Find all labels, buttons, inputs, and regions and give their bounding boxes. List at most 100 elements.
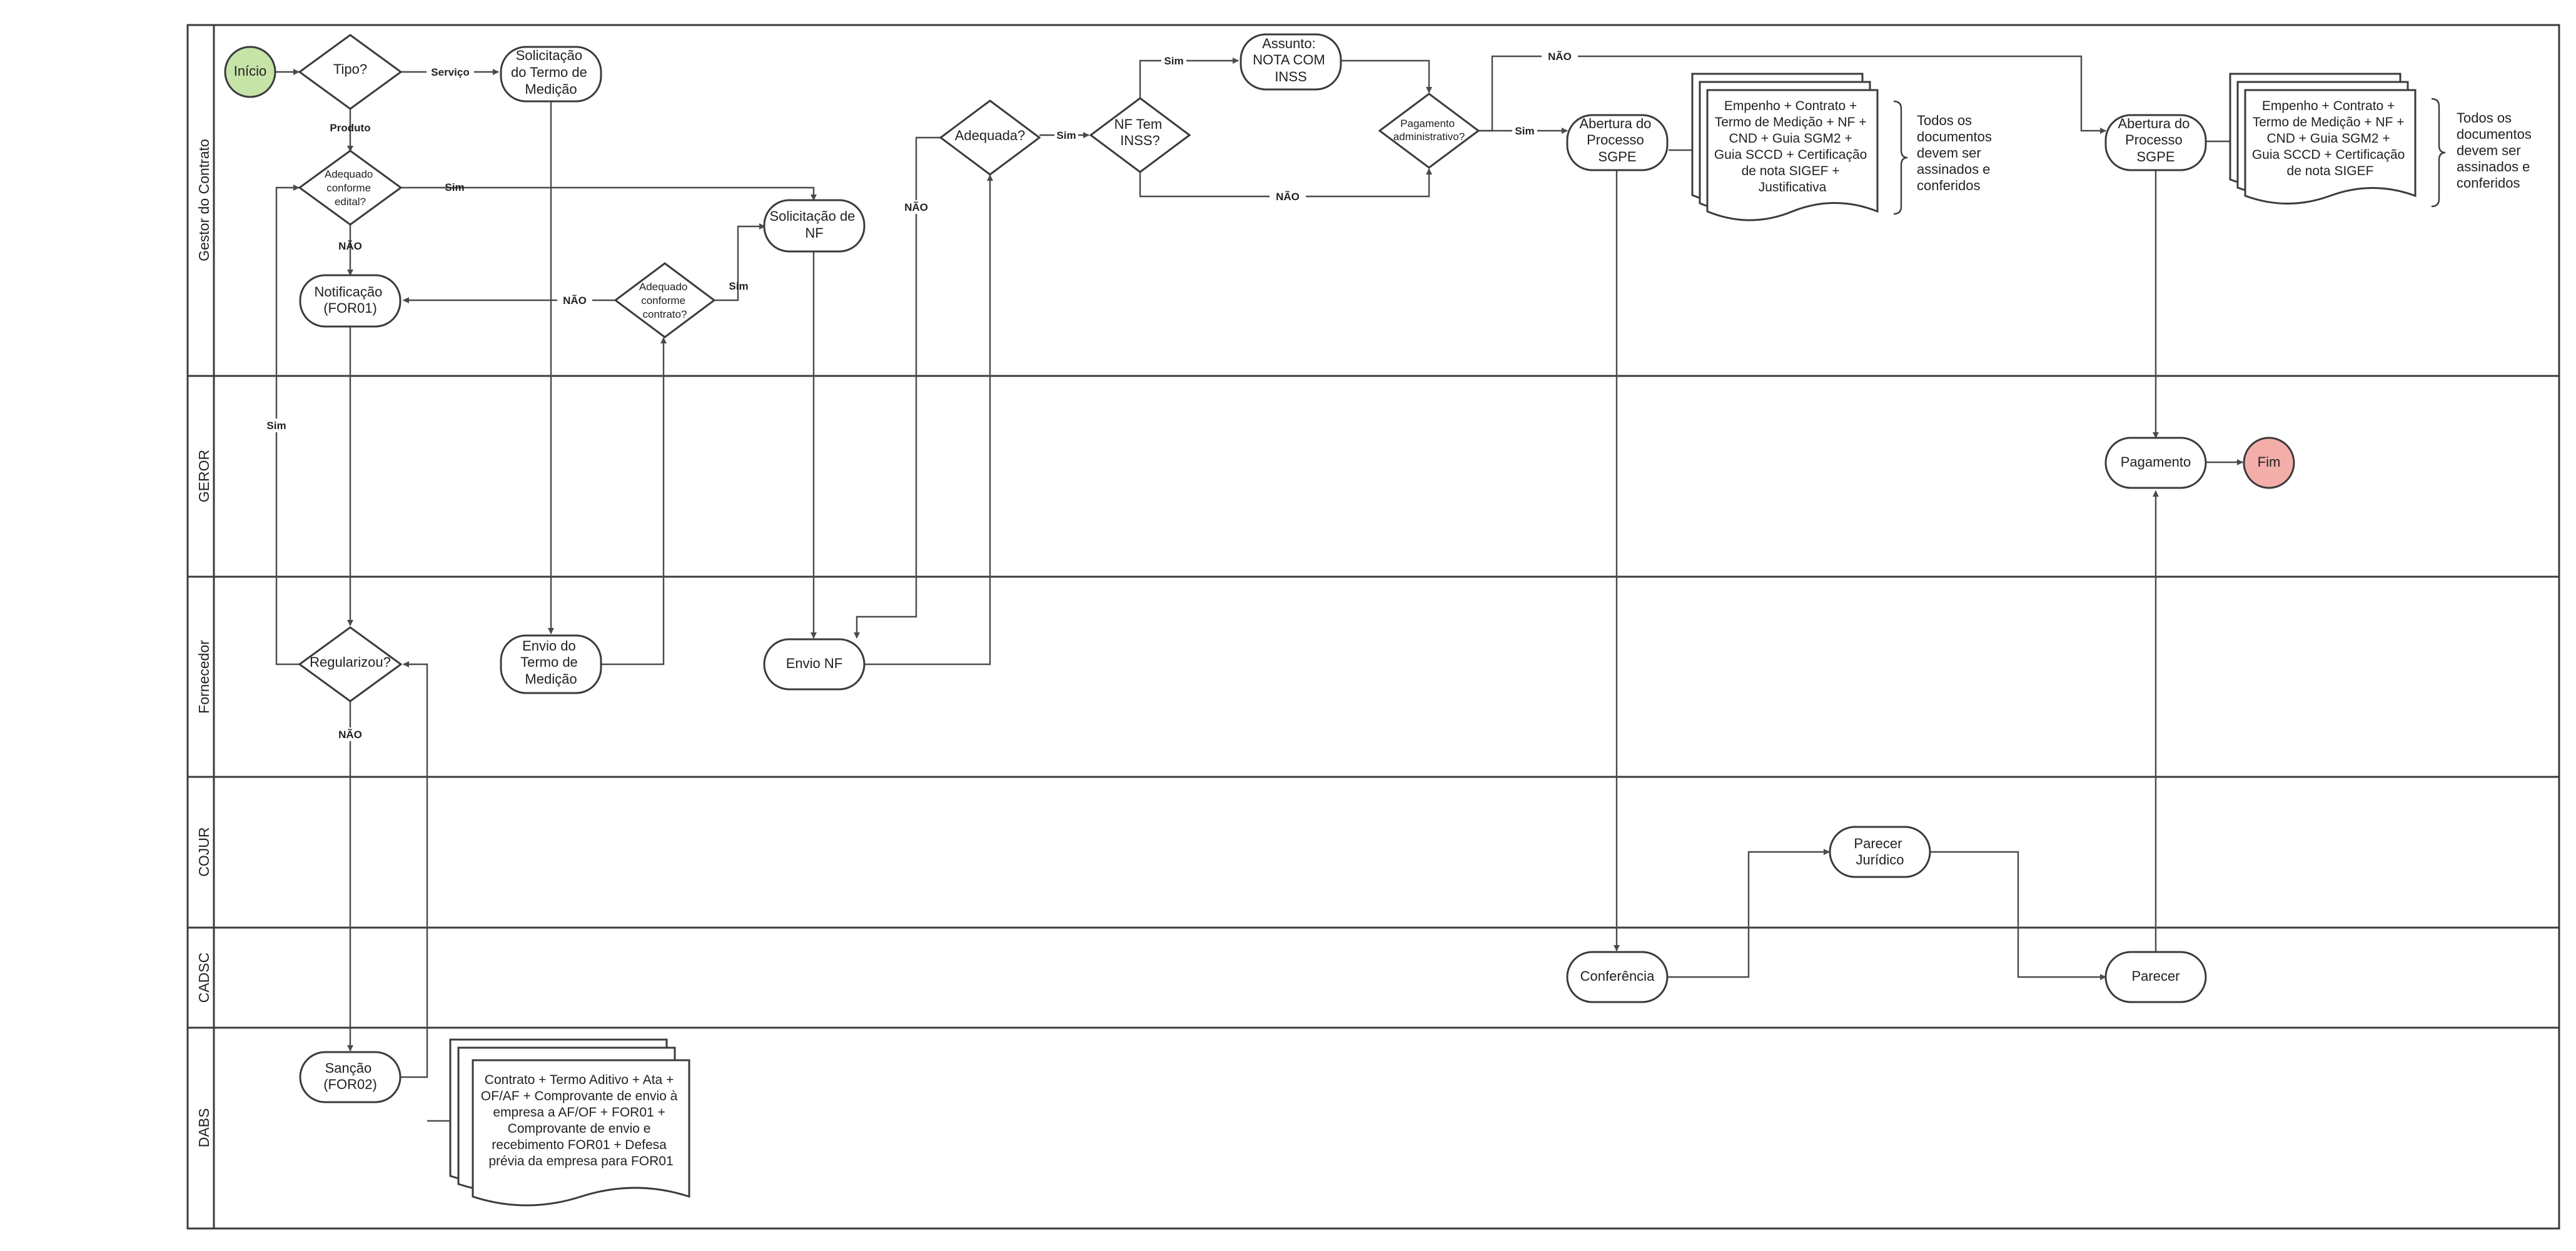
decision-pagamento-adm[interactable]: Pagamento administrativo? bbox=[1378, 93, 1480, 169]
diamond-shape bbox=[1378, 93, 1480, 169]
task-notificacao[interactable]: Notificação (FOR01) bbox=[299, 274, 402, 328]
edge-pagamento-adm-nao-abertura2 bbox=[1478, 55, 2106, 134]
task-solicitacao-nf[interactable]: Solicitação de NF bbox=[763, 199, 866, 253]
swimlane-frame: Gestor do Contrato GEROR Fornecedor COJU… bbox=[186, 24, 2560, 1230]
diamond-shape bbox=[614, 262, 716, 338]
task-envio-termo-label: Envio do Termo de Medição bbox=[520, 638, 582, 687]
label-bg bbox=[427, 65, 474, 79]
decision-tipo-label: Tipo? bbox=[333, 61, 367, 77]
task-parecer-juridico[interactable]: Parecer Jurídico bbox=[1829, 826, 1931, 878]
decision-tipo[interactable]: Tipo? bbox=[298, 34, 403, 110]
start-event[interactable]: Início bbox=[224, 46, 276, 98]
decision-adequada[interactable]: Adequada? bbox=[939, 99, 1041, 176]
task-envio-nf[interactable]: Envio NF bbox=[763, 638, 866, 691]
curly-brace bbox=[1893, 100, 1908, 215]
task-solicitacao-termo-label: Solicitação do Termo de Medição bbox=[511, 48, 591, 97]
task-parecer[interactable]: Parecer bbox=[2104, 951, 2207, 1003]
end-circle bbox=[2243, 437, 2295, 489]
edge-nf-inss-sim-assunto bbox=[1139, 58, 1239, 98]
rounded-box bbox=[1240, 33, 1342, 91]
rounded-box bbox=[2104, 437, 2207, 489]
rounded-box bbox=[500, 634, 602, 694]
edge-label-sim-pagamento: Sim bbox=[1515, 125, 1534, 137]
document-2-text: Empenho + Contrato + Termo de Medição + … bbox=[2252, 99, 2408, 178]
edge-adequada-nao-envio-nf bbox=[854, 136, 941, 639]
label-bg bbox=[1161, 54, 1186, 68]
note-bracket-2: Todos os documentos devem ser assinados … bbox=[2431, 98, 2535, 208]
lane-label-dabs: DABS bbox=[196, 1108, 212, 1148]
lane-label-fornecedor: Fornecedor bbox=[196, 640, 212, 714]
diamond-shape bbox=[939, 99, 1041, 176]
edge-label-nao-pagamento: NÃO bbox=[1548, 50, 1572, 63]
task-parecer-label: Parecer bbox=[2131, 968, 2179, 984]
document-stack-1[interactable]: Empenho + Contrato + Termo de Medição + … bbox=[1691, 73, 1879, 221]
decision-regularizou[interactable]: Regularizou? bbox=[298, 626, 403, 702]
edge-labels: Serviço Produto Sim NÃO NÃO Sim Sim NÃO … bbox=[263, 49, 1578, 741]
end-event[interactable]: Fim bbox=[2243, 437, 2295, 489]
diamond-shape bbox=[298, 149, 403, 226]
connectors bbox=[275, 55, 2243, 1122]
decision-nf-inss[interactable]: NF Tem INSS? bbox=[1089, 97, 1191, 173]
task-notificacao-label: Notificação (FOR01) bbox=[315, 284, 386, 316]
decision-adequado-contrato-label: Adequado conforme contrato? bbox=[639, 281, 690, 320]
task-conferencia[interactable]: Conferência bbox=[1566, 951, 1669, 1003]
rounded-box bbox=[1566, 114, 1669, 171]
decision-adequado-edital[interactable]: Adequado conforme edital? bbox=[298, 149, 403, 226]
rounded-box bbox=[2104, 114, 2207, 171]
lane-label-gestor: Gestor do Contrato bbox=[196, 139, 212, 261]
decision-adequado-contrato[interactable]: Adequado conforme contrato? bbox=[614, 262, 716, 338]
document-page bbox=[1706, 89, 1879, 221]
task-envio-nf-label: Envio NF bbox=[786, 656, 842, 671]
task-sancao-label: Sanção (FOR02) bbox=[323, 1060, 377, 1092]
edge-label-produto: Produto bbox=[330, 122, 370, 134]
rounded-box bbox=[299, 274, 402, 328]
task-parecer-juridico-label: Parecer Jurídico bbox=[1854, 836, 1906, 868]
note-1-text: Todos os documentos devem ser assinados … bbox=[1917, 113, 1996, 193]
edge-sancao-regularizou bbox=[401, 661, 428, 1078]
diamond-shape bbox=[298, 626, 403, 702]
rounded-box bbox=[500, 46, 602, 103]
lane-label-cadsc: CADSC bbox=[196, 953, 212, 1003]
task-assunto[interactable]: Assunto: NOTA COM INSS bbox=[1240, 33, 1342, 91]
document-3-text: Contrato + Termo Aditivo + Ata + OF/AF +… bbox=[481, 1073, 681, 1168]
rounded-box bbox=[1566, 951, 1669, 1003]
edge-label-nao-edital: NÃO bbox=[338, 240, 362, 252]
label-bg bbox=[1512, 124, 1537, 138]
edge-contrato-sim-solicitacao-nf bbox=[714, 223, 765, 301]
rounded-box bbox=[2104, 951, 2207, 1003]
edge-label-nao-adequada: NÃO bbox=[904, 201, 928, 213]
decision-pagamento-adm-label: Pagamento administrativo? bbox=[1393, 118, 1465, 143]
task-solicitacao-termo[interactable]: Solicitação do Termo de Medição bbox=[500, 46, 602, 103]
edge-label-sim-regularizou: Sim bbox=[266, 420, 286, 432]
task-abertura-sgpe-2[interactable]: Abertura do Processo SGPE bbox=[2104, 114, 2207, 171]
edge-label-sim-adequada: Sim bbox=[1056, 129, 1076, 141]
curly-brace bbox=[2431, 98, 2446, 208]
decision-adequada-label: Adequada? bbox=[955, 128, 1026, 143]
rounded-box bbox=[763, 199, 866, 253]
task-pagamento[interactable]: Pagamento bbox=[2104, 437, 2207, 489]
edge-assunto-pagamento-adm bbox=[1341, 59, 1432, 93]
label-bg bbox=[263, 418, 290, 432]
edge-label-nao-inss: NÃO bbox=[1276, 190, 1300, 203]
task-sancao[interactable]: Sanção (FOR02) bbox=[299, 1051, 402, 1103]
label-bg bbox=[557, 293, 592, 307]
task-solicitacao-nf-label: Solicitação de NF bbox=[769, 208, 859, 241]
diamond-shape bbox=[1089, 97, 1191, 173]
start-label: Início bbox=[234, 63, 267, 79]
document-stack-2[interactable]: Empenho + Contrato + Termo de Medição + … bbox=[2229, 73, 2417, 205]
note-bracket-1: Todos os documentos devem ser assinados … bbox=[1893, 100, 1996, 215]
decision-nf-inss-label: NF Tem INSS? bbox=[1114, 116, 1166, 148]
document-stack-3[interactable]: Contrato + Termo Aditivo + Ata + OF/AF +… bbox=[449, 1038, 690, 1207]
task-envio-termo[interactable]: Envio do Termo de Medição bbox=[500, 634, 602, 694]
decision-adequado-edital-label: Adequado conforme edital? bbox=[325, 168, 376, 208]
task-assunto-label: Assunto: NOTA COM INSS bbox=[1253, 36, 1329, 84]
diamond-shape bbox=[298, 34, 403, 110]
decision-regularizou-label: Regularizou? bbox=[310, 654, 391, 670]
document-page bbox=[472, 1059, 690, 1207]
rounded-box bbox=[763, 638, 866, 691]
task-abertura-sgpe-1[interactable]: Abertura do Processo SGPE bbox=[1566, 114, 1669, 171]
note-2-text: Todos os documentos devem ser assinados … bbox=[2457, 110, 2535, 191]
edge-envio-termo-adequado-contrato bbox=[601, 337, 667, 666]
lane-label-cojur: COJUR bbox=[196, 827, 212, 876]
